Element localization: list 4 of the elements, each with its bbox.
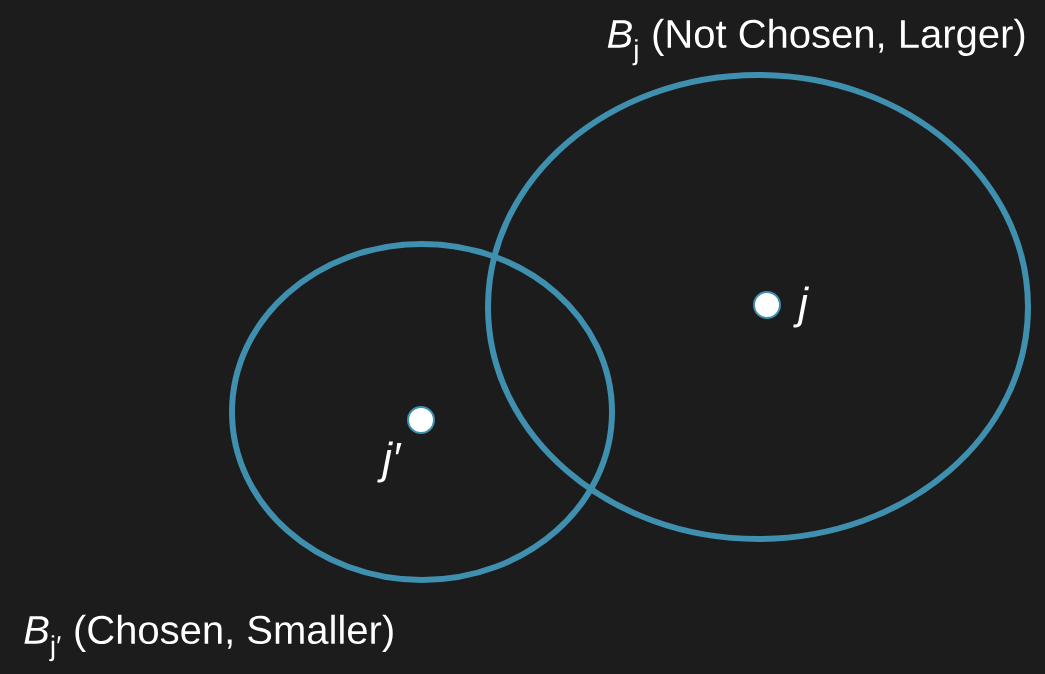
point-label: j′ — [377, 441, 402, 483]
heading-label: B$_{j′}$ (Chosen, Smaller) — [24, 614, 393, 662]
point-label: j — [793, 286, 809, 328]
heading-label: B$_{j}$ (Not Chosen, Larger) — [607, 18, 1025, 66]
